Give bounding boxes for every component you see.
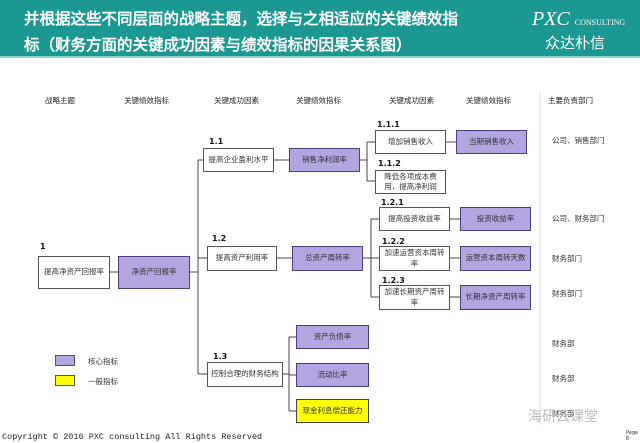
department: 公司、财务部门 <box>552 214 605 223</box>
csf-box: 控制合理的财务结构 <box>207 362 283 387</box>
col-header: 关键绩效指标 <box>124 96 169 105</box>
department: 财务部门 <box>552 289 582 298</box>
node-number: 1 <box>40 242 46 251</box>
legend-label-general: 一般指标 <box>88 377 118 386</box>
kpi-box-core: 长期净资产周转率 <box>460 285 531 310</box>
csf-box: 提高净资产回报率 <box>38 256 110 289</box>
col-header: 主要负责部门 <box>548 96 593 105</box>
csf-box: 提高企业盈利水平 <box>203 148 274 172</box>
col-header: 关键成功因素 <box>389 96 434 105</box>
logo-main: PXC <box>532 8 570 30</box>
kpi-box-core: 净资产回报率 <box>118 256 190 289</box>
col-header: 关键绩效指标 <box>296 96 341 105</box>
title-line-1: 并根据这些不同层面的战略主题，选择与之相适应的关键绩效指 <box>24 10 459 28</box>
kpi-box-general: 现金利息偿还能力 <box>296 399 369 423</box>
kpi-box-core: 投资收益率 <box>460 207 531 231</box>
col-header: 关键绩效指标 <box>466 96 511 105</box>
department: 公司、销售部门 <box>552 136 605 145</box>
csf-box: 提高资产利用率 <box>207 246 277 271</box>
csf-box: 降低各项成本费用，提高净利润 <box>375 170 446 194</box>
node-number: 1.3 <box>213 352 228 361</box>
node-number: 1.1.2 <box>378 159 401 168</box>
logo: PXC CONSULTING <box>532 8 625 31</box>
legend-swatch-general <box>55 375 75 386</box>
csf-box: 加速运营资本周转率 <box>379 246 450 271</box>
kpi-box-core: 销售净利润率 <box>289 148 360 172</box>
watermark: 海研云课堂 <box>528 409 598 425</box>
col-header: 战略主题 <box>45 96 75 105</box>
col-header: 关键成功因素 <box>214 96 259 105</box>
logo-cn: 众达朴信 <box>545 34 606 52</box>
kpi-box-core: 当期销售收入 <box>456 130 527 154</box>
csf-box: 增加销售收入 <box>375 130 446 154</box>
page-number: Page 6 <box>626 430 639 442</box>
kpi-box-core: 资产负债率 <box>296 325 369 349</box>
logo-sub: CONSULTING <box>574 18 626 27</box>
node-number: 1.2.1 <box>381 198 404 207</box>
header-bar: 并根据这些不同层面的战略主题，选择与之相适应的关键绩效指 标（财务方面的关键成功… <box>0 0 640 58</box>
node-number: 1.1.1 <box>377 120 400 129</box>
copyright: Copyright © 2016 PXC consulting All Righ… <box>2 432 263 442</box>
kpi-box-core: 流动比率 <box>296 363 369 387</box>
department: 财务部门 <box>552 254 582 263</box>
legend-label-core: 核心指标 <box>88 357 118 366</box>
node-number: 1.2.2 <box>382 237 405 246</box>
legend-swatch-core <box>55 355 75 366</box>
department: 财务部 <box>552 409 575 418</box>
node-number: 1.1 <box>209 137 224 146</box>
csf-box: 加速长期资产周转率 <box>379 285 450 310</box>
department: 财务部 <box>552 374 575 383</box>
department: 财务部 <box>552 339 575 348</box>
title-line-2: 标（财务方面的关键成功因素与绩效指标的因果关系图） <box>24 36 412 54</box>
node-number: 1.2.3 <box>382 276 405 285</box>
node-number: 1.2 <box>212 234 227 243</box>
csf-box: 提高投资收益率 <box>379 207 450 231</box>
kpi-box-core: 总资产周转率 <box>292 246 363 271</box>
kpi-box-core: 运营资本周转天数 <box>460 246 531 271</box>
